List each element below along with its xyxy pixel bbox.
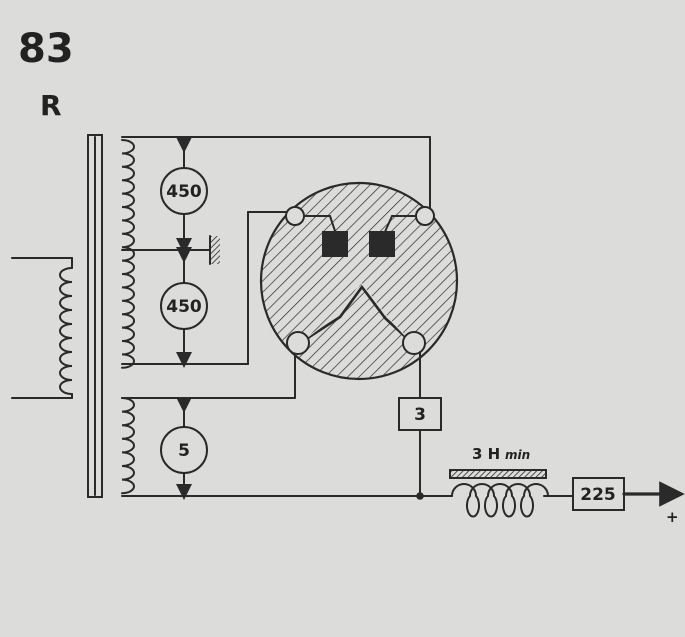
voltage-filament-circle bbox=[160, 426, 208, 474]
current-box-label: 3 bbox=[414, 405, 426, 425]
tube-variant: R bbox=[40, 89, 62, 122]
output-polarity-sign: + bbox=[666, 508, 679, 526]
transformer-core bbox=[87, 134, 103, 498]
output-box-label: 225 bbox=[580, 485, 616, 505]
tube-number: 83 bbox=[18, 26, 74, 72]
current-box bbox=[398, 397, 442, 431]
hv-secondary-winding-icon bbox=[121, 139, 135, 369]
rectifier-tube-icon bbox=[259, 181, 459, 381]
voltage-lower-label: 450 bbox=[166, 297, 202, 317]
voltage-filament-label: 5 bbox=[178, 441, 190, 461]
choke-icon bbox=[449, 469, 549, 518]
voltage-upper-circle bbox=[160, 167, 208, 215]
voltage-lower-circle bbox=[160, 282, 208, 330]
filament-winding-icon bbox=[121, 397, 135, 495]
ground-icon bbox=[209, 235, 220, 265]
choke-suffix: min bbox=[505, 448, 530, 462]
choke-label: 3 H bbox=[472, 445, 500, 463]
primary-winding-icon bbox=[11, 257, 73, 399]
voltage-upper-label: 450 bbox=[166, 182, 202, 202]
